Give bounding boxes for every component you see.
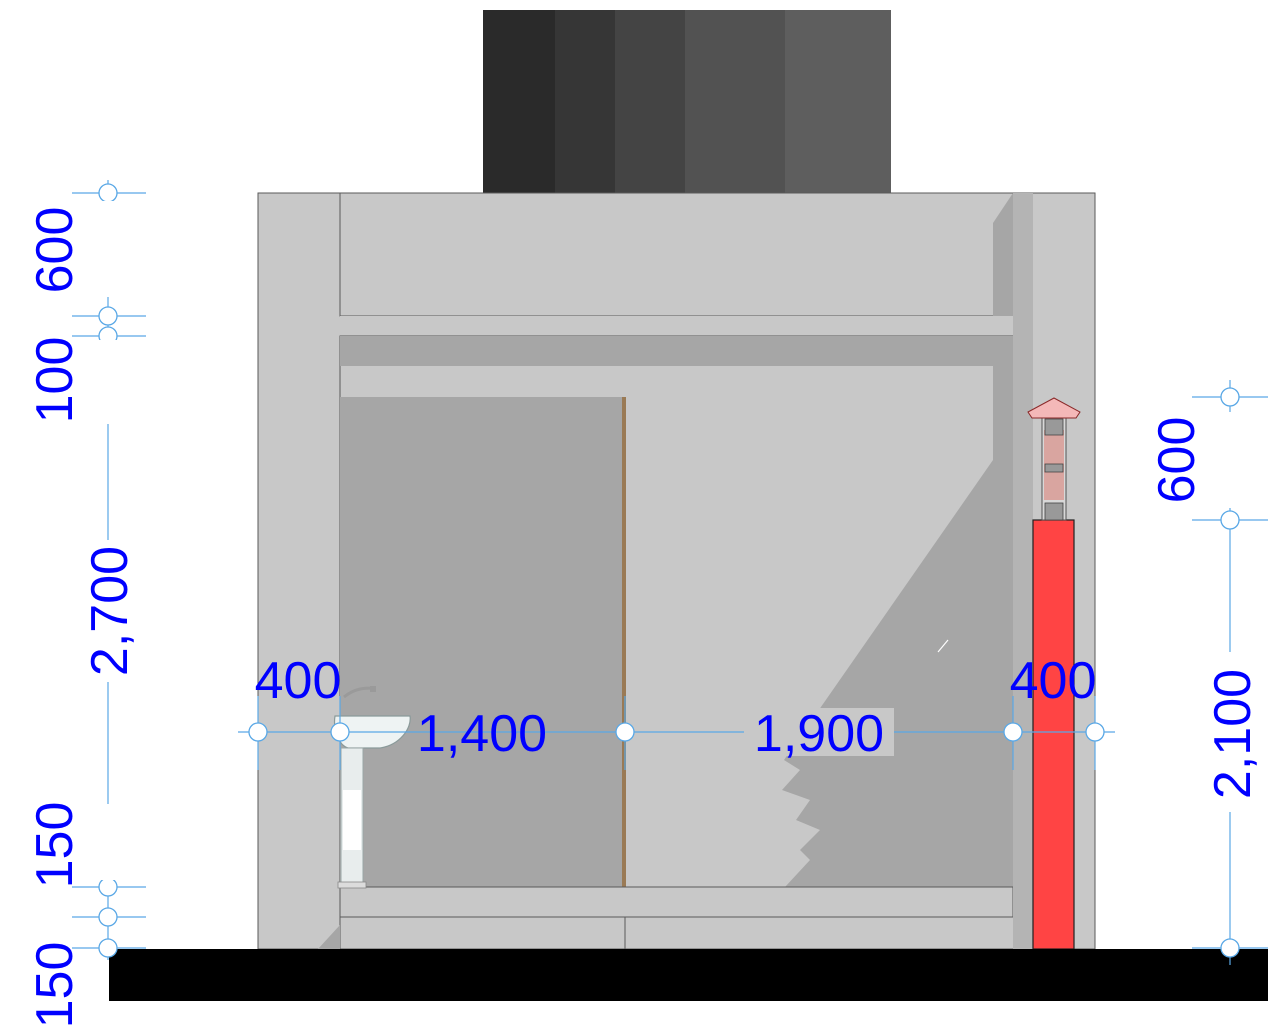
dim-horizontal-1400: 1,400 bbox=[417, 705, 547, 763]
partition-wall bbox=[622, 397, 626, 887]
dim-left-100: 100 bbox=[26, 337, 84, 424]
dim-horizontal-400-left: 400 bbox=[255, 652, 342, 710]
dim-right-2100: 2,100 bbox=[1204, 669, 1262, 799]
left-dimension-chain: 600 100 2,700 150 150 bbox=[26, 180, 146, 1028]
dim-horizontal-400-right: 400 bbox=[1010, 652, 1097, 710]
dim-left-600: 600 bbox=[26, 207, 84, 294]
building-section bbox=[257, 192, 1096, 950]
dim-left-150-upper: 150 bbox=[26, 802, 84, 889]
dim-horizontal-1900: 1,900 bbox=[754, 705, 884, 763]
dim-left-2700: 2,700 bbox=[81, 546, 139, 676]
dim-right-600: 600 bbox=[1148, 417, 1206, 504]
vent-pipe-icon bbox=[1027, 397, 1081, 950]
right-dimension-chain: 600 2,100 bbox=[1148, 380, 1268, 965]
dim-left-150-lower: 150 bbox=[26, 942, 84, 1029]
stair-shadow bbox=[782, 460, 993, 887]
horizontal-dimension-chain: 400 1,400 1,900 400 bbox=[238, 652, 1115, 770]
toilet-room bbox=[340, 397, 622, 887]
ground-line bbox=[109, 949, 1268, 1001]
water-tank-icon bbox=[483, 10, 891, 193]
